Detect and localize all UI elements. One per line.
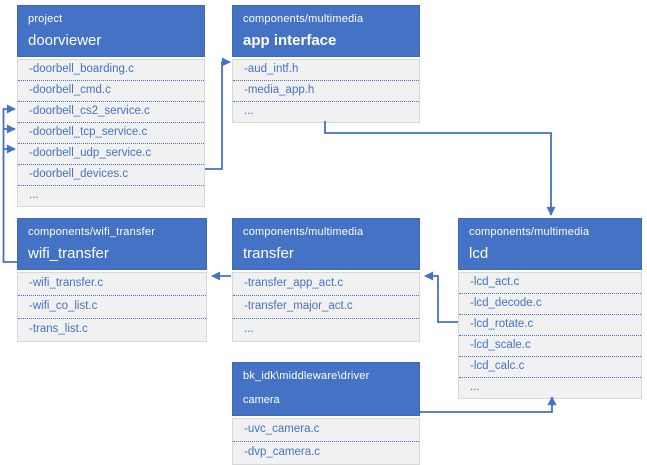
module-name: app interface xyxy=(243,32,337,49)
file-item: -aud_intf.h xyxy=(233,60,419,81)
connector-camera-to-lcd xyxy=(420,396,557,413)
file-item: -doorbell_boarding.c xyxy=(18,60,204,81)
module-box-doorviewer: project doorviewer -doorbell_boarding.c … xyxy=(17,5,205,207)
file-item: -doorbell_devices.c xyxy=(18,165,204,186)
file-list: -uvc_camera.c -dvp_camera.c xyxy=(232,418,420,465)
file-list: -aud_intf.h -media_app.h ... xyxy=(232,59,420,123)
file-item: -transfer_major_act.c xyxy=(233,296,419,319)
file-list: -lcd_act.c -lcd_decode.c -lcd_rotate.c -… xyxy=(458,272,642,399)
module-path: components/multimedia xyxy=(243,226,364,238)
module-name: wifi_transfer xyxy=(28,245,109,262)
connector-lcd-to-transfer xyxy=(424,271,458,323)
file-item: -uvc_camera.c xyxy=(233,419,419,442)
module-path: bk_idk\middleware\driver xyxy=(243,370,370,382)
module-path: components/multimedia xyxy=(469,226,590,238)
connector-app-interface-to-lcd xyxy=(324,121,556,216)
box-header: components/multimedia lcd xyxy=(458,218,642,270)
module-box-lcd: components/multimedia lcd -lcd_act.c -lc… xyxy=(458,218,642,399)
box-header: components/multimedia transfer xyxy=(232,218,420,270)
file-item: -wifi_transfer.c xyxy=(18,273,206,296)
file-item: -lcd_scale.c xyxy=(459,336,641,357)
file-item: -doorbell_udp_service.c xyxy=(18,144,204,165)
file-item: -lcd_rotate.c xyxy=(459,315,641,336)
file-item: -dvp_camera.c xyxy=(244,446,321,458)
file-item: -doorbell_cs2_service.c xyxy=(18,102,204,123)
file-item-ellipsis: ... xyxy=(244,323,254,335)
file-item: -media_app.h xyxy=(233,81,419,102)
file-item: -lcd_calc.c xyxy=(459,357,641,378)
module-name: camera xyxy=(243,394,280,406)
box-header: components/wifi_transfer wifi_transfer xyxy=(17,218,207,270)
file-list: -transfer_app_act.c -transfer_major_act.… xyxy=(232,272,420,342)
file-list: -doorbell_boarding.c -doorbell_cmd.c -do… xyxy=(17,59,205,207)
box-header: bk_idk\middleware\driver camera xyxy=(232,362,420,416)
module-box-app-interface: components/multimedia app interface -aud… xyxy=(232,5,420,123)
connector-doorbell-devices-to-app-interface xyxy=(205,57,231,170)
file-item-ellipsis: ... xyxy=(29,189,39,201)
file-item-ellipsis: ... xyxy=(244,105,254,117)
module-path: components/multimedia xyxy=(243,13,364,25)
file-list: -wifi_transfer.c -wifi_co_list.c -trans_… xyxy=(17,272,207,342)
file-item: -trans_list.c xyxy=(29,323,88,335)
module-box-camera: bk_idk\middleware\driver camera -uvc_cam… xyxy=(232,362,420,465)
box-header: project doorviewer xyxy=(17,5,205,57)
file-item: -wifi_co_list.c xyxy=(18,296,206,319)
module-box-wifi-transfer: components/wifi_transfer wifi_transfer -… xyxy=(17,218,207,342)
module-name: lcd xyxy=(469,245,489,262)
module-name: doorviewer xyxy=(28,32,102,49)
file-item: -lcd_decode.c xyxy=(459,294,641,315)
file-item: -doorbell_tcp_service.c xyxy=(18,123,204,144)
file-item-ellipsis: ... xyxy=(470,381,480,393)
file-item: -transfer_app_act.c xyxy=(233,273,419,296)
module-box-transfer: components/multimedia transfer -transfer… xyxy=(232,218,420,342)
module-name: transfer xyxy=(243,245,294,262)
file-item: -lcd_act.c xyxy=(459,273,641,294)
box-header: components/multimedia app interface xyxy=(232,5,420,57)
connector-wifi-transfer-to-doorbell-cs2 xyxy=(2,104,17,263)
file-item: -doorbell_cmd.c xyxy=(18,81,204,102)
module-path: project xyxy=(28,13,63,25)
module-path: components/wifi_transfer xyxy=(28,226,156,238)
